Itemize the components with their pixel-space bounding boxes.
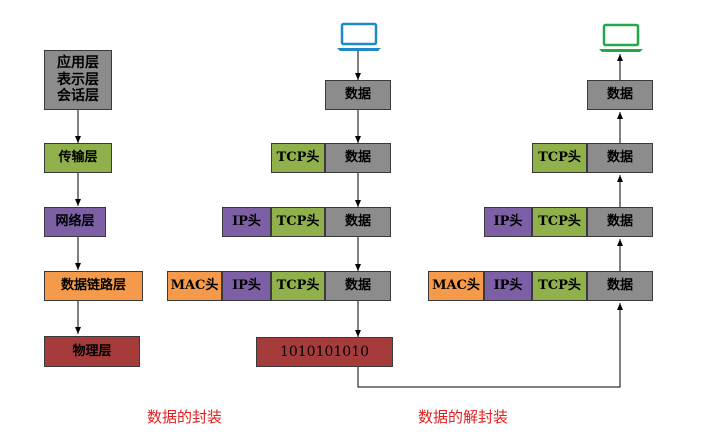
enc-data-tcp: 数据 bbox=[325, 143, 391, 173]
enc-tcp-header-mac: TCP头 bbox=[271, 271, 325, 301]
arrow-transmission-link bbox=[357, 303, 623, 388]
caption-decapsulation: 数据的解封装 bbox=[418, 408, 509, 426]
enc-bitstream: 1010101010 bbox=[256, 337, 393, 367]
laptop-icon-receiver bbox=[599, 23, 643, 52]
dec-data-top: 数据 bbox=[587, 80, 653, 110]
dec-tcp-header: TCP头 bbox=[532, 143, 587, 173]
enc-ip-header: IP头 bbox=[222, 207, 271, 237]
dec-data-ip: 数据 bbox=[587, 207, 653, 237]
dec-ip-header: IP头 bbox=[484, 207, 532, 237]
layer-upper: 应用层 表示层 会话层 bbox=[44, 50, 112, 110]
layer-transport: 传输层 bbox=[44, 143, 112, 173]
enc-data-mac: 数据 bbox=[325, 271, 391, 301]
dec-mac-header: MAC头 bbox=[428, 271, 484, 301]
layer-datalink: 数据链路层 bbox=[44, 271, 143, 301]
laptop-icon-sender bbox=[337, 22, 381, 51]
layer-physical: 物理层 bbox=[44, 336, 140, 367]
dec-tcp-header-ip: TCP头 bbox=[532, 207, 587, 237]
enc-tcp-header: TCP头 bbox=[271, 143, 325, 173]
enc-data-ip: 数据 bbox=[325, 207, 391, 237]
enc-ip-header-mac: IP头 bbox=[222, 271, 271, 301]
enc-tcp-header-ip: TCP头 bbox=[271, 207, 325, 237]
dec-data-mac: 数据 bbox=[587, 271, 653, 301]
dec-ip-header-mac: IP头 bbox=[484, 271, 532, 301]
caption-encapsulation: 数据的封装 bbox=[147, 408, 223, 426]
enc-data-top: 数据 bbox=[325, 80, 391, 110]
dec-data-tcp: 数据 bbox=[587, 143, 653, 173]
layer-network: 网络层 bbox=[44, 207, 106, 237]
enc-mac-header: MAC头 bbox=[167, 271, 222, 301]
dec-tcp-header-mac: TCP头 bbox=[532, 271, 587, 301]
